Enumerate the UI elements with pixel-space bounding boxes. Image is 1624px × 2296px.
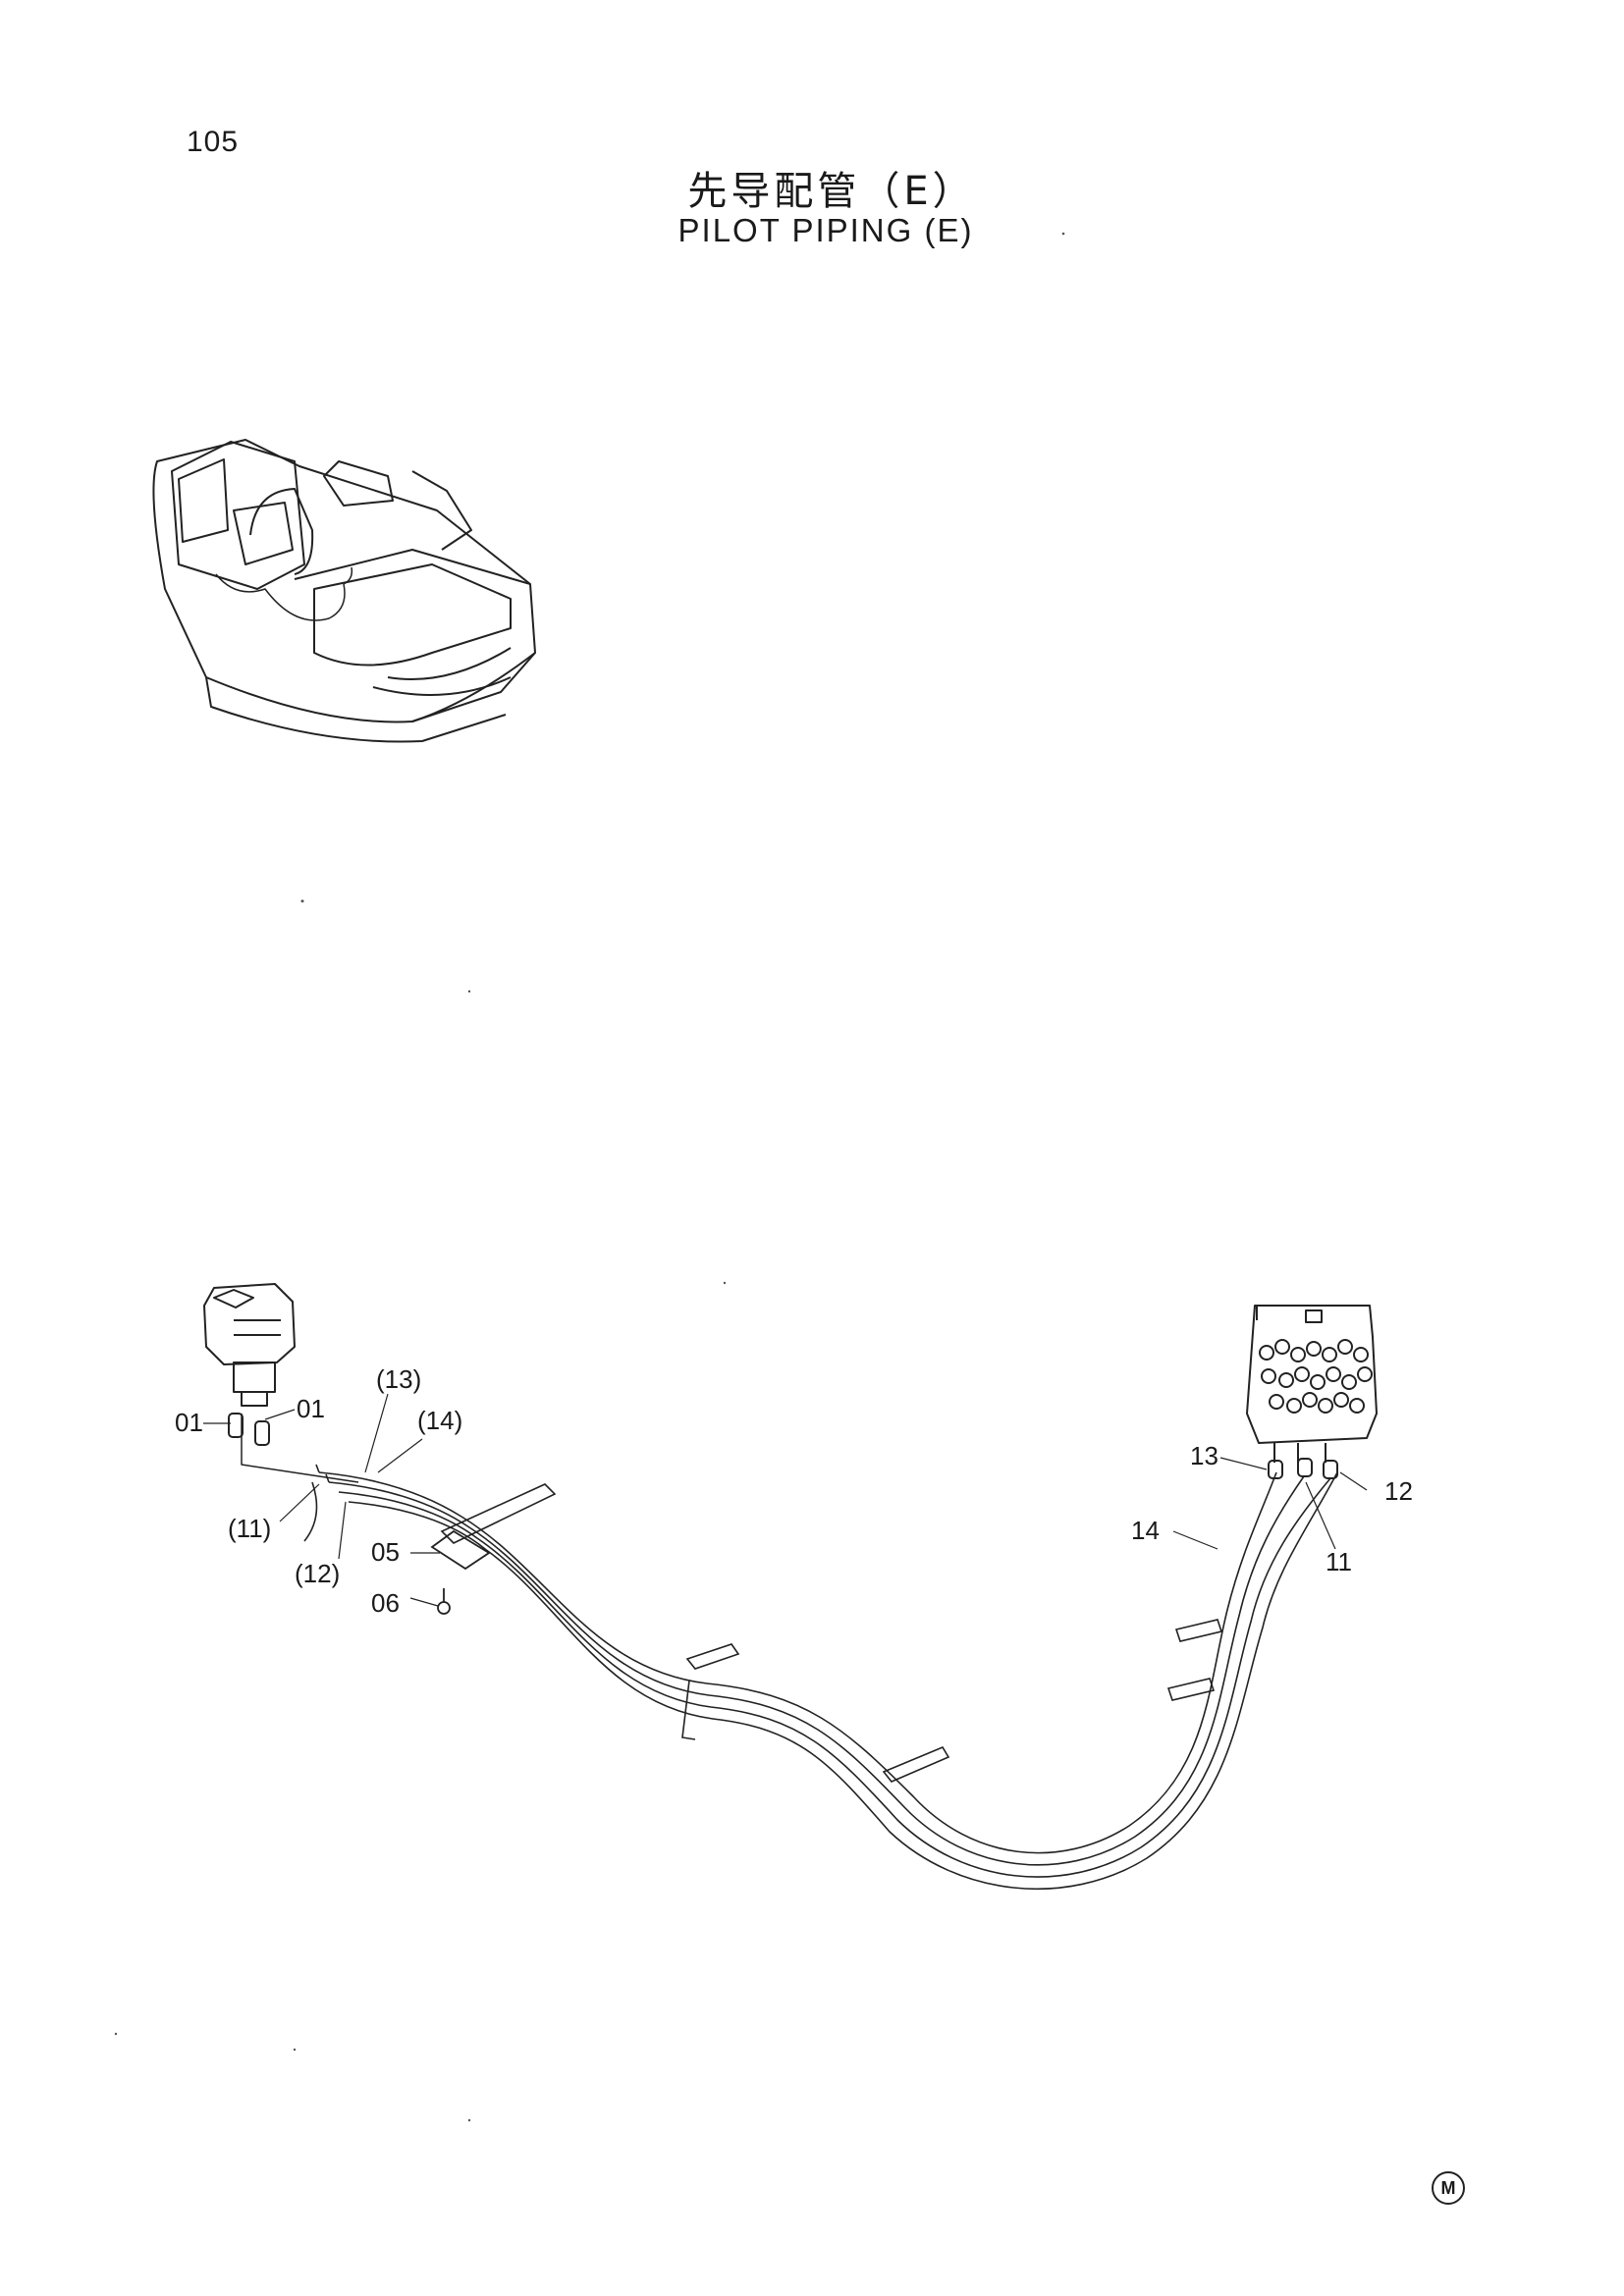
- hose-bundle: [303, 1464, 1338, 1890]
- callout-01-left: 01: [175, 1408, 203, 1437]
- callout-01-right: 01: [297, 1394, 325, 1423]
- callout-13-paren: (13): [376, 1364, 422, 1394]
- callout-13: 13: [1190, 1441, 1218, 1470]
- page-title-chinese: 先导配管（E）: [687, 169, 976, 214]
- callout-06: 06: [371, 1588, 400, 1618]
- callout-14-paren: (14): [417, 1406, 463, 1435]
- clamp-brackets: [440, 1483, 1223, 1783]
- scan-specks: [114, 232, 1065, 2122]
- callout-14: 14: [1131, 1516, 1160, 1545]
- plate-and-bolt: [430, 1529, 491, 1615]
- page-number: 105: [187, 126, 240, 158]
- leader-lines: [203, 1393, 1368, 1607]
- callout-11: 11: [1326, 1547, 1352, 1576]
- page-title-english: PILOT PIPING (E): [677, 212, 974, 248]
- callout-12-paren: (12): [295, 1559, 341, 1588]
- control-valve-right: [1246, 1305, 1378, 1479]
- circled-m-mark: M: [1432, 2171, 1465, 2205]
- excavator-overview-illustration: [152, 439, 536, 743]
- callout-12: 12: [1384, 1476, 1413, 1506]
- pilot-valve-left: [203, 1283, 359, 1483]
- callout-11-paren: (11): [228, 1514, 272, 1543]
- callout-05: 05: [371, 1537, 400, 1567]
